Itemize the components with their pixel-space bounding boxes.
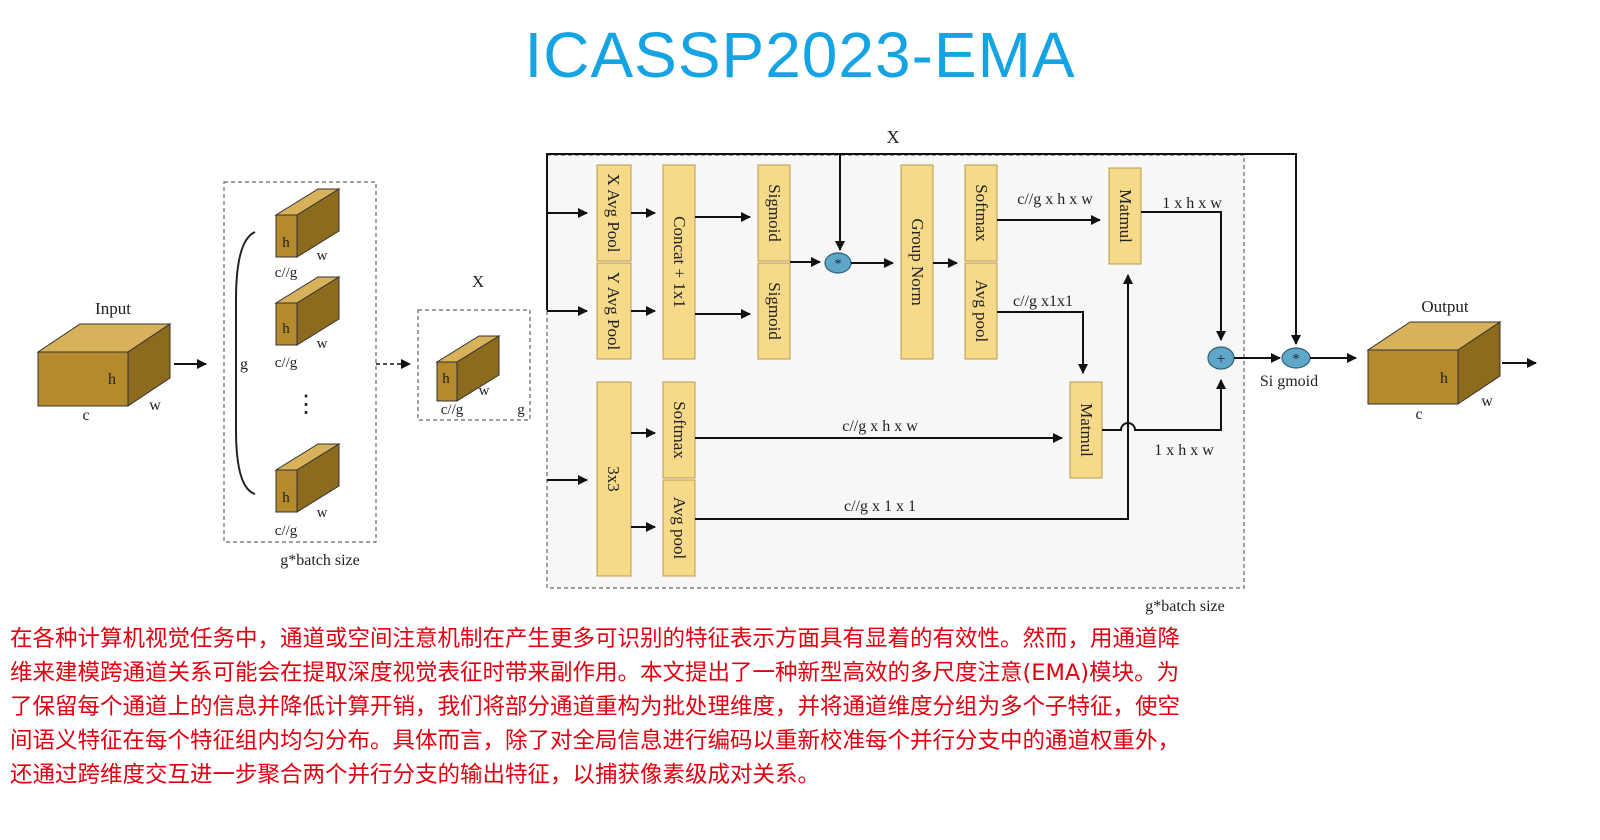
caption-line: 在各种计算机视觉任务中，通道或空间注意机制在产生更多可识别的特征表示方面具有显着… <box>10 626 1181 652</box>
block-matmul-bottom: Matmul <box>1069 381 1103 479</box>
add-op: + <box>1207 346 1235 370</box>
x-box <box>417 309 531 421</box>
x-label-top: X <box>887 127 900 147</box>
label-cg-hw-bottom: c//g x h x w <box>842 418 918 435</box>
sub-feature-cube-1 <box>274 188 341 258</box>
cube1-w: w <box>317 248 328 264</box>
cube1-h: h <box>282 235 290 251</box>
cube3-cg: c//g <box>275 523 298 539</box>
label-one-hw-top: 1 x h x w <box>1162 195 1222 212</box>
block-matmul-bottom-label: Matmul <box>1077 403 1096 457</box>
block-softmax-top-label: Softmax <box>972 184 991 242</box>
group-brace <box>235 231 256 495</box>
output-dim-c: c <box>1415 406 1422 423</box>
block-matmul-top: Matmul <box>1108 167 1142 265</box>
block-y-avg-pool-label: Y Avg Pool <box>604 272 623 351</box>
block-softmax-bottom-label: Softmax <box>670 401 689 459</box>
input-label: Input <box>95 299 131 318</box>
output-dim-w: w <box>1481 393 1493 410</box>
block-concat-label: Concat + 1x1 <box>670 216 689 308</box>
cube2-w: w <box>317 336 328 352</box>
caption-line: 间语义特征在每个特征组内均匀分布。具体而言，除了对全局信息进行编码以重新校准每个… <box>10 728 1181 754</box>
xcube-h: h <box>442 371 450 387</box>
input-dim-c: c <box>82 407 89 424</box>
cube3-w: w <box>317 505 328 521</box>
output-label: Output <box>1421 297 1469 316</box>
block-group-norm-label: Group Norm <box>908 218 927 305</box>
batch-label-right: g*batch size <box>1145 598 1225 615</box>
caption-line: 了保留每个通道上的信息并降低计算开销，我们将部分通道重构为批处理维度，并将通道维… <box>10 694 1181 720</box>
cube2-cg: c//g <box>275 355 298 371</box>
block-sigmoid-top: Sigmoid <box>757 164 791 262</box>
output-cube <box>1366 321 1502 405</box>
block-avg-pool-bottom: Avg pool <box>662 479 696 577</box>
residual-line <box>546 153 1301 345</box>
label-cg-11-bottom: c//g x 1 x 1 <box>844 498 916 515</box>
output-dim-h: h <box>1440 370 1448 387</box>
block-avg-pool-top: Avg pool <box>964 262 998 360</box>
block-conv3x3: 3x3 <box>596 381 632 577</box>
input-cube <box>36 323 172 407</box>
batch-label-left: g*batch size <box>280 552 360 569</box>
block-avg-pool-top-label: Avg pool <box>972 280 991 343</box>
x-label-left: X <box>472 272 484 291</box>
sub-feature-cube-2 <box>274 276 341 346</box>
block-softmax-bottom: Softmax <box>662 381 696 479</box>
block-avg-pool-bottom-label: Avg pool <box>670 497 689 560</box>
block-x-avg-pool-label: X Avg Pool <box>604 173 623 252</box>
arrow-avgpool-matmul1 <box>695 274 1133 520</box>
page-title: ICASSP2023-EMA <box>524 19 1076 91</box>
xcube-w: w <box>479 383 490 399</box>
block-sigmoid-bottom: Sigmoid <box>757 262 791 360</box>
caption-line: 还通过跨维度交互进一步聚合两个并行分支的输出特征，以捕获像素级成对关系。 <box>10 762 821 788</box>
block-softmax-top: Softmax <box>964 164 998 262</box>
cube3-h: h <box>282 490 290 506</box>
input-dim-w: w <box>149 397 161 414</box>
caption: 在各种计算机视觉任务中，通道或空间注意机制在产生更多可识别的特征表示方面具有显着… <box>10 622 1595 792</box>
group-ellipsis: ⋮ <box>294 392 318 418</box>
multiply-op: * <box>824 252 852 274</box>
cube2-h: h <box>282 321 290 337</box>
block-sigmoid-bottom-label: Sigmoid <box>765 282 784 340</box>
arrow-matmul2-add <box>1102 379 1226 431</box>
arrow-matmul1-add <box>1141 211 1226 341</box>
caption-line: 维来建模跨通道关系可能会在提取深度视觉表征时带来副作用。本文提出了一种新型高效的… <box>10 660 1180 686</box>
ema-diagram: Input h w c g ⋮ h w c//g h w c//g h <box>36 127 1537 615</box>
block-concat: Concat + 1x1 <box>662 164 696 360</box>
multiply-op-symbol: * <box>835 257 842 272</box>
arrow-avgpool-matmul2 <box>997 311 1088 374</box>
input-dim-h: h <box>108 371 116 388</box>
block-group-norm: Group Norm <box>900 164 934 360</box>
xcube-g: g <box>517 402 525 418</box>
block-sigmoid-top-label: Sigmoid <box>765 184 784 242</box>
multiply-op-final-symbol: * <box>1293 352 1300 367</box>
block-matmul-top-label: Matmul <box>1116 189 1135 243</box>
input-cube-front <box>37 351 129 407</box>
group-label-g: g <box>240 356 248 373</box>
x-cube <box>435 335 501 402</box>
xcube-cg: c//g <box>441 402 464 418</box>
multiply-op-final: * <box>1281 347 1311 369</box>
cube1-cg: c//g <box>275 265 298 281</box>
group-box <box>223 181 377 543</box>
label-one-hw-bottom: 1 x h x w <box>1154 442 1214 459</box>
label-cg-hw-top: c//g x h x w <box>1017 191 1093 208</box>
label-cg-11-top: c//g x1x1 <box>1013 293 1073 310</box>
label-sigmoid-out: Si gmoid <box>1260 373 1318 390</box>
sub-feature-cube-3 <box>274 443 341 513</box>
add-op-symbol: + <box>1216 351 1225 368</box>
block-conv3x3-label: 3x3 <box>604 466 623 492</box>
block-x-avg-pool: X Avg Pool <box>596 164 632 262</box>
block-y-avg-pool: Y Avg Pool <box>596 262 632 360</box>
